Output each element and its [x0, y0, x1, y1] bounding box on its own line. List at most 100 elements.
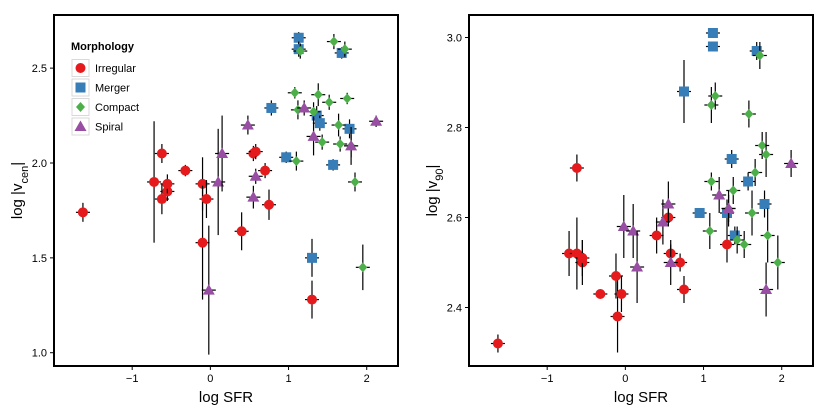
- y-axis-title: log |v90|: [424, 165, 446, 217]
- series-irregular: [490, 154, 734, 353]
- data-point-compact: [704, 87, 719, 123]
- y-axis-title-subscript: cen: [19, 166, 31, 184]
- data-point-irregular: [195, 185, 210, 300]
- triangle-marker: [631, 261, 644, 272]
- data-point-compact: [331, 113, 346, 137]
- square-marker: [307, 252, 317, 263]
- diamond-marker: [295, 46, 305, 57]
- data-point-irregular: [608, 253, 623, 299]
- data-point-irregular: [160, 174, 175, 194]
- data-point-spiral: [248, 168, 263, 184]
- diamond-marker: [710, 91, 720, 101]
- triangle-marker: [247, 191, 260, 202]
- data-point-compact: [322, 94, 337, 110]
- diamond-marker: [309, 106, 319, 117]
- square-marker: [314, 118, 325, 129]
- diamond-marker: [291, 156, 301, 167]
- triangle-marker: [249, 170, 262, 181]
- diamond-marker: [290, 87, 300, 98]
- square-marker: [311, 110, 322, 121]
- triangle-marker: [298, 101, 311, 113]
- data-point-merger: [741, 172, 756, 191]
- data-point-compact: [326, 33, 341, 50]
- y-tick-label: 1.5: [32, 253, 47, 265]
- square-marker: [751, 46, 762, 56]
- square-marker: [694, 208, 705, 218]
- square-marker: [328, 159, 339, 170]
- x-tick-label: −1: [126, 373, 139, 385]
- square-marker: [707, 41, 718, 52]
- data-point-irregular: [610, 280, 625, 353]
- square-marker: [266, 102, 277, 113]
- data-point-compact: [726, 177, 741, 204]
- data-point-spiral: [655, 199, 670, 245]
- circle-marker: [236, 226, 247, 237]
- data-point-irregular: [593, 289, 608, 299]
- data-point-compact: [333, 136, 348, 152]
- data-point-spiral: [246, 185, 261, 209]
- data-point-spiral: [663, 240, 678, 285]
- circle-marker: [197, 178, 208, 189]
- triangle-marker: [202, 284, 215, 295]
- legend-item-irregular: Irregular: [71, 59, 136, 77]
- y-axis-title-main: log |v: [9, 183, 26, 219]
- data-point-spiral: [616, 195, 631, 258]
- square-marker: [344, 123, 355, 134]
- data-point-irregular: [614, 276, 629, 312]
- diamond-marker: [755, 50, 765, 61]
- data-point-spiral: [759, 262, 774, 317]
- y-tick-label: 1.0: [32, 348, 47, 360]
- circle-marker: [156, 194, 167, 205]
- data-point-compact: [337, 41, 352, 57]
- data-point-compact: [355, 244, 370, 291]
- data-point-irregular: [199, 180, 214, 219]
- diamond-marker: [706, 176, 716, 187]
- data-point-merger: [279, 151, 294, 163]
- y-tick-label: 2.0: [32, 158, 47, 170]
- x-axis-title: log SFR: [199, 389, 253, 406]
- y-axis-title: log |vcen|: [9, 162, 31, 219]
- data-point-irregular: [248, 144, 263, 160]
- series-compact: [287, 33, 370, 291]
- circle-marker: [180, 165, 191, 176]
- data-point-irregular: [262, 189, 276, 220]
- data-point-merger: [705, 28, 720, 38]
- data-point-spiral: [712, 177, 727, 213]
- diamond-marker: [350, 176, 360, 187]
- data-point-compact: [287, 87, 302, 99]
- data-point-compact: [745, 190, 760, 236]
- data-point-compact: [340, 92, 355, 105]
- legend-item-spiral: Spiral: [71, 117, 123, 136]
- data-point-merger: [312, 115, 327, 131]
- diamond-marker: [747, 208, 757, 218]
- data-point-compact: [730, 226, 745, 254]
- data-point-compact: [752, 42, 767, 69]
- data-point-irregular: [258, 162, 273, 179]
- data-point-irregular: [569, 154, 584, 182]
- triangle-marker: [617, 220, 630, 231]
- data-point-merger: [677, 60, 691, 123]
- data-point-irregular: [575, 240, 590, 276]
- y-axis-title-end: |: [424, 165, 441, 169]
- diamond-marker: [739, 239, 749, 250]
- data-point-merger: [757, 190, 772, 218]
- square-marker: [679, 86, 689, 97]
- legend-item-compact: Compact: [71, 98, 139, 116]
- circle-marker: [197, 237, 208, 248]
- data-point-compact: [748, 159, 763, 186]
- circle-marker: [264, 199, 274, 210]
- triangle-marker: [627, 225, 640, 236]
- x-tick-label: −1: [541, 373, 554, 385]
- data-point-merger: [342, 119, 357, 139]
- diamond-marker: [773, 257, 783, 268]
- data-point-compact: [704, 172, 719, 191]
- data-point-compact: [289, 151, 304, 171]
- data-point-irregular: [178, 164, 193, 177]
- triangle-marker: [722, 202, 735, 213]
- square-marker: [726, 154, 737, 164]
- data-point-irregular: [569, 217, 584, 290]
- circle-marker: [651, 230, 662, 241]
